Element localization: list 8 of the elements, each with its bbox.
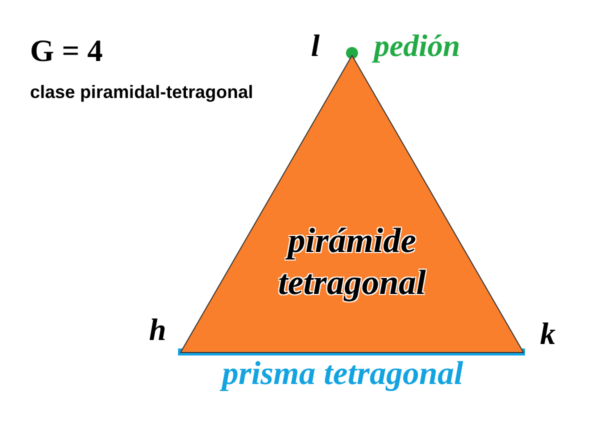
title: G = 4	[30, 33, 103, 69]
face-label: pedión	[374, 28, 460, 64]
face-label: prisma tetragonal	[222, 356, 464, 393]
vertex-label: k	[540, 316, 556, 352]
vertex-label: l	[311, 28, 320, 64]
shape-label: pirámide tetragonal	[277, 220, 427, 304]
vertex-label: h	[149, 312, 166, 348]
class-label: clase piramidal-tetragonal	[30, 81, 254, 104]
